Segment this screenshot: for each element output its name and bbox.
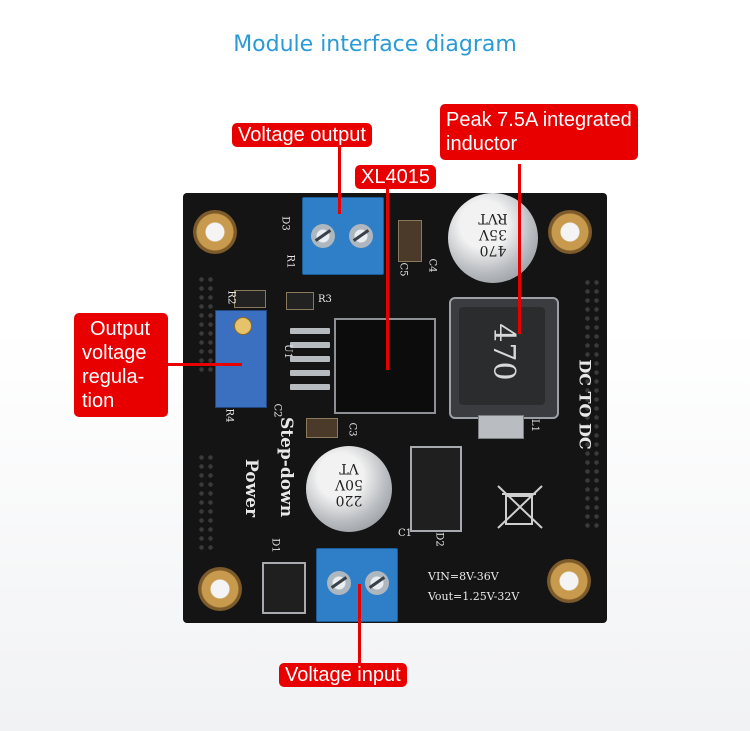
diagram-title: Module interface diagram xyxy=(233,32,517,57)
capacitor-470uf-series: RVT xyxy=(478,210,508,226)
smd-capacitor-c5 xyxy=(398,220,422,262)
mounting-hole-top-left xyxy=(193,210,237,254)
ref-l1: L1 xyxy=(529,418,541,433)
output-screw-1 xyxy=(311,224,335,248)
pin-header-left-lower xyxy=(197,453,217,553)
capacitor-220uf-voltage: 50V xyxy=(335,476,363,492)
ref-r2: R2 xyxy=(225,290,237,305)
ref-c1: C1 xyxy=(398,528,413,539)
ref-c5: C5 xyxy=(397,262,409,277)
inductor-marking: 470 xyxy=(486,323,521,381)
capacitor-220uf-marking: 220 50V VT xyxy=(316,460,382,508)
smd-capacitor-c3 xyxy=(306,418,338,438)
silk-power: Power xyxy=(241,458,262,518)
trim-potentiometer xyxy=(215,310,267,408)
capacitor-470uf-voltage: 35V xyxy=(479,226,507,242)
schottky-diode-d2 xyxy=(410,446,462,532)
input-screw-1 xyxy=(327,571,351,595)
callout-voltage-output: Voltage output xyxy=(232,123,372,147)
power-inductor: 470 xyxy=(449,297,559,419)
ref-c4: C4 xyxy=(426,258,438,273)
xl4015-chip xyxy=(334,318,436,414)
ref-r4: R4 xyxy=(223,408,235,423)
capacitor-220uf-value: 220 xyxy=(335,492,363,508)
callout-inductor: Peak 7.5A integrated inductor xyxy=(440,104,638,160)
chip-pin-4 xyxy=(290,370,330,376)
callout-regulation-line1: Output xyxy=(90,318,151,340)
smd-resistor-r1 xyxy=(286,292,314,310)
chip-pin-2 xyxy=(290,342,330,348)
chip-pin-3 xyxy=(290,356,330,362)
ref-r3: R3 xyxy=(318,294,332,305)
callout-line-voltage-input xyxy=(358,584,361,664)
inductor-core xyxy=(459,307,545,405)
diode-d1 xyxy=(262,562,306,614)
silk-vin: VIN=8V-36V xyxy=(428,570,499,583)
capacitor-470uf-value: 470 xyxy=(479,242,507,258)
output-terminal-block xyxy=(302,197,384,275)
ref-c2: C2 xyxy=(271,403,283,418)
pin-header-right xyxy=(583,278,601,528)
capacitor-470uf xyxy=(448,193,538,283)
ref-r1: R1 xyxy=(284,254,296,269)
potentiometer-adjust-screw xyxy=(234,317,252,335)
callout-xl4015: XL4015 xyxy=(355,165,436,189)
input-terminal-block xyxy=(316,548,398,622)
smd-resistor-r2 xyxy=(234,290,266,308)
callout-inductor-line2: inductor xyxy=(446,133,518,155)
callout-line-regulation xyxy=(166,363,242,366)
silk-vout: Vout=1.25V-32V xyxy=(428,590,520,603)
chip-pin-1 xyxy=(290,328,330,334)
input-screw-2 xyxy=(365,571,389,595)
capacitor-220uf-series: VT xyxy=(339,460,359,476)
callout-regulation-line3: regula- xyxy=(82,366,145,388)
silk-step-down: Step-down xyxy=(276,416,297,518)
capacitor-220uf xyxy=(306,446,392,532)
ref-d1: D1 xyxy=(269,538,281,553)
capacitor-470uf-marking: 470 35V RVT xyxy=(460,210,526,258)
callout-voltage-input: Voltage input xyxy=(279,663,407,687)
ref-c3: C3 xyxy=(346,422,358,437)
callout-regulation-line2: voltage xyxy=(82,342,147,364)
ref-u1: U1 xyxy=(281,344,293,359)
chip-pin-5 xyxy=(290,384,330,390)
mounting-hole-bottom-right xyxy=(547,559,591,603)
inductor-tab xyxy=(478,415,524,439)
waste-bin-icon xyxy=(497,485,543,529)
callout-line-xl4015 xyxy=(386,188,389,370)
callout-line-voltage-output xyxy=(338,146,341,214)
callout-output-voltage-regulation: Output voltage regula- tion xyxy=(74,313,168,417)
mounting-hole-top-right xyxy=(548,210,592,254)
ref-d2: D2 xyxy=(433,532,445,547)
mounting-hole-bottom-left xyxy=(198,567,242,611)
output-screw-2 xyxy=(349,224,373,248)
callout-regulation-line4: tion xyxy=(82,390,115,412)
callout-inductor-line1: Peak 7.5A integrated xyxy=(446,109,632,131)
pin-header-left xyxy=(197,275,217,375)
silk-dc-to-dc: DC TO DC xyxy=(575,359,595,450)
ref-d3: D3 xyxy=(279,216,291,231)
callout-line-inductor xyxy=(518,164,521,334)
